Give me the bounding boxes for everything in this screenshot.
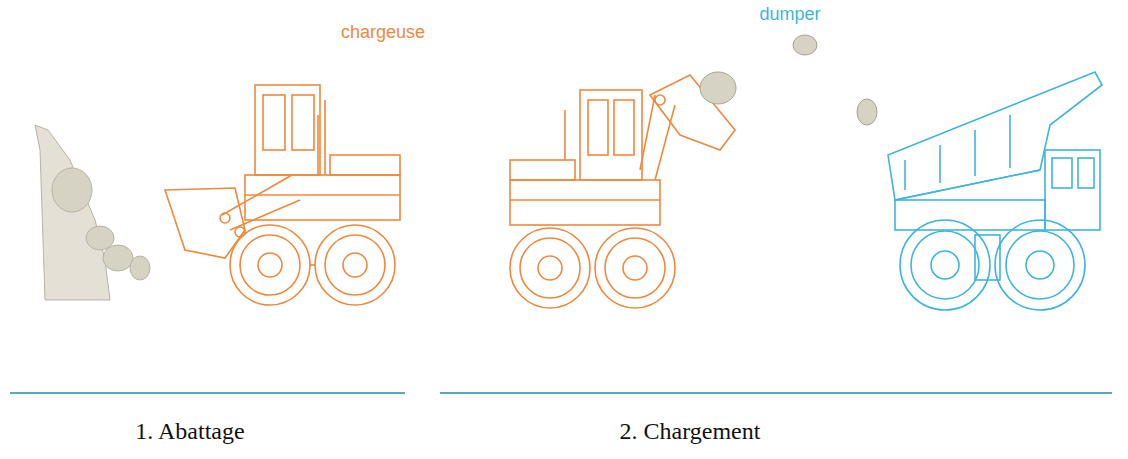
loader [510,75,735,308]
rocks [700,35,877,125]
step-label: 1. Abattage [135,418,244,445]
baseline [10,392,405,394]
baseline [440,392,1112,394]
rock-face [35,125,150,300]
dumper-truck [888,72,1102,310]
part-label: dumper [759,4,820,25]
loader [165,85,400,305]
part-label: chargeuse [341,22,425,43]
step-label: 2. Chargement [620,418,761,445]
